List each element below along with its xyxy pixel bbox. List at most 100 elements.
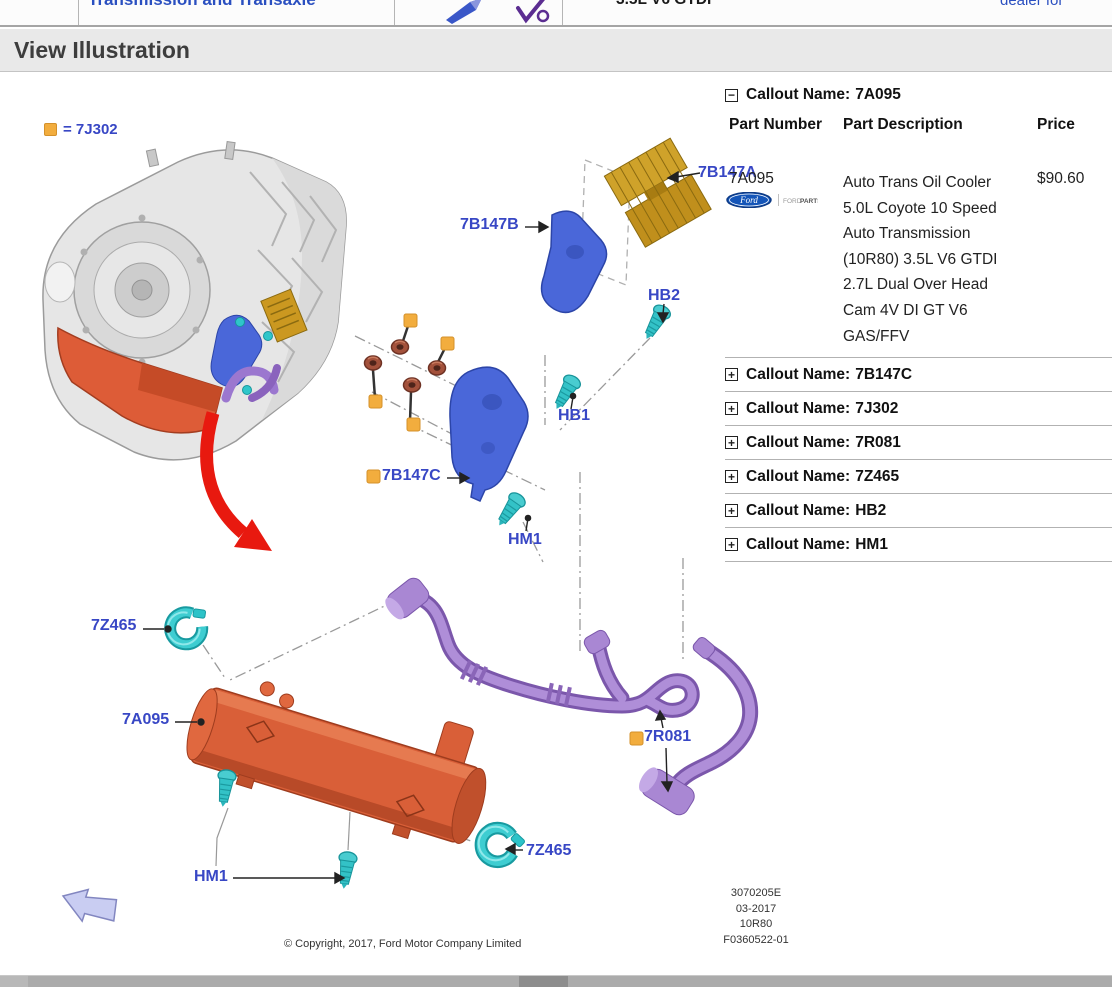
callout-prefix: Callout Name: <box>746 501 851 519</box>
description-line: Cam 4V DI GT V6 <box>843 301 968 319</box>
ford-script: Ford <box>739 195 758 205</box>
scrollbar-thumb[interactable] <box>519 976 568 987</box>
callout-prefix: Callout Name: <box>746 86 851 103</box>
red-locator-arrow <box>200 411 272 551</box>
callout-name: 7J302 <box>855 399 899 417</box>
callout-row-7b147c[interactable]: + Callout Name: 7B147C <box>725 358 1112 393</box>
description-line: GAS/FFV <box>843 327 910 345</box>
callout-row-7r081[interactable]: + Callout Name: 7R081 <box>725 426 1112 461</box>
legend: = 7J302 <box>44 121 118 138</box>
callout-row-7a095[interactable]: − Callout Name: 7A095 <box>725 86 1112 104</box>
expand-icon[interactable]: + <box>725 470 738 484</box>
tube-assembly-7r081 <box>385 577 759 816</box>
callout-label-hb2[interactable]: HB2 <box>648 287 681 304</box>
brand-word-parts: PARTS <box>800 198 818 205</box>
col-part-number: Part Number <box>729 116 823 133</box>
bracket-7b147b <box>540 210 608 314</box>
expand-icon[interactable]: + <box>725 368 738 382</box>
expand-icon[interactable]: + <box>725 402 738 416</box>
expand-icon[interactable]: + <box>725 436 738 450</box>
bolt-cooler <box>213 768 238 809</box>
callout-row-hm1[interactable]: + Callout Name: HM1 <box>725 528 1112 563</box>
illustration-canvas <box>42 137 759 931</box>
callout-name: 7B147C <box>855 365 913 383</box>
expand-icon[interactable]: + <box>725 538 738 552</box>
description-line: Auto Transmission <box>843 225 971 243</box>
category-link[interactable]: Transmission and Transaxle <box>88 0 316 10</box>
callout-name: 7A095 <box>855 86 901 103</box>
top-bar-divider <box>562 0 563 25</box>
page-title: View Illustration <box>14 37 190 63</box>
callout-prefix: Callout Name: <box>746 467 851 485</box>
thermal-valve-7b147a <box>603 137 712 248</box>
callout-row-7z465[interactable]: + Callout Name: 7Z465 <box>725 460 1112 495</box>
collapse-icon[interactable]: − <box>725 88 738 102</box>
thin-guides <box>215 807 351 867</box>
back-arrow[interactable] <box>57 883 120 931</box>
doc-number: 10R80 <box>739 918 773 930</box>
callout-prefix: Callout Name: <box>746 365 851 383</box>
callout-label-7a095[interactable]: 7A095 <box>122 711 170 728</box>
part-row: 7A095 Ford FORD PARTS Auto Trans Oil Coo… <box>725 170 1112 349</box>
top-bar-divider <box>78 0 79 25</box>
yellow-marker-icon <box>44 123 57 136</box>
edit-pencil-icon[interactable] <box>438 0 490 25</box>
brand-word-ford: FORD <box>783 198 802 205</box>
callout-name: 7R081 <box>855 433 901 451</box>
callout-label-7b147b[interactable]: 7B147B <box>460 216 519 233</box>
col-price: Price <box>1037 116 1075 133</box>
callout-label-7r081[interactable]: 7R081 <box>644 728 692 745</box>
callout-name: 7Z465 <box>855 467 900 485</box>
bracket-7b147c <box>449 366 529 502</box>
table-header: Part Number Part Description Price <box>725 116 1112 134</box>
callout-name: HM1 <box>855 535 888 553</box>
ford-parts-logo: Ford FORD PARTS <box>726 191 822 213</box>
doc-number: 03-2017 <box>735 902 777 915</box>
transmission-assembly <box>42 140 347 461</box>
description-line: 5.0L Coyote 10 Speed <box>843 199 997 217</box>
bolt-hm1-bottom <box>334 850 359 891</box>
leader-lines <box>143 170 701 885</box>
callout-name: HB2 <box>855 501 887 519</box>
description-line: Auto Trans Oil Cooler <box>843 174 992 191</box>
callout-label-7b147c[interactable]: 7B147C <box>382 467 441 484</box>
callout-row-hb2[interactable]: + Callout Name: HB2 <box>725 494 1112 529</box>
top-bar-divider <box>394 0 395 25</box>
callout-row-7j302[interactable]: + Callout Name: 7J302 <box>725 392 1112 427</box>
grommets-and-markers <box>363 313 644 746</box>
description-line: (10R80) 3.5L V6 GTDI <box>843 250 998 268</box>
document-numbers: 3070205E 03-2017 10R80 F0360522-01 <box>690 886 822 948</box>
horizontal-scrollbar[interactable] <box>0 975 1112 987</box>
callout-label-hm1-mid[interactable]: HM1 <box>508 531 542 548</box>
callout-label-7b147a[interactable]: 7B147A <box>698 164 757 181</box>
expand-icon[interactable]: + <box>725 504 738 518</box>
bolt-hb2 <box>638 301 674 344</box>
callout-prefix: Callout Name: <box>746 433 851 451</box>
doc-number: F0360522-01 <box>723 933 789 946</box>
copyright-text: © Copyright, 2017, Ford Motor Company Li… <box>284 938 522 950</box>
page-header: View Illustration <box>0 29 1112 72</box>
doc-number: 3070205E <box>730 887 782 899</box>
top-bar: Transmission and Transaxle 3.5L V6 GTDI … <box>0 0 1112 27</box>
price-value: $90.60 <box>1037 170 1085 187</box>
collapsed-callouts: + Callout Name: 7B147C + Callout Name: 7… <box>725 357 1112 563</box>
callout-label-hm1-bottom[interactable]: HM1 <box>194 868 228 885</box>
scrollbar-corner <box>0 976 28 987</box>
oil-cooler-7a095 <box>186 681 487 844</box>
dealer-link[interactable]: dealer for <box>1000 0 1064 9</box>
callout-prefix: Callout Name: <box>746 399 851 417</box>
parts-panel: − Callout Name: 7A095 Part Number Part D… <box>725 86 1112 563</box>
legend-label: = 7J302 <box>63 121 118 138</box>
callout-prefix: Callout Name: <box>746 535 851 553</box>
callout-label-hb1[interactable]: HB1 <box>558 407 591 424</box>
clamp-7z465-bottom <box>475 823 527 868</box>
col-part-description: Part Description <box>843 116 963 133</box>
callout-label-7z465-top[interactable]: 7Z465 <box>91 617 137 634</box>
checkmark-icon[interactable] <box>510 0 554 25</box>
callout-label-7z465-bottom[interactable]: 7Z465 <box>526 842 572 859</box>
part-description: Auto Trans Oil Cooler 5.0L Coyote 10 Spe… <box>843 170 1048 349</box>
engine-text: 3.5L V6 GTDI <box>616 0 711 9</box>
bolt-hm1-mid <box>491 489 529 532</box>
description-line: 2.7L Dual Over Head <box>843 276 989 294</box>
